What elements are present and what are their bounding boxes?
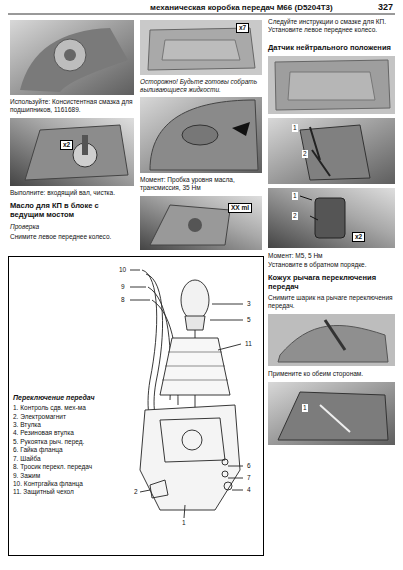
callout-number: 9 [120,283,126,291]
callout-number: 1 [181,519,187,527]
photo [140,20,262,75]
photo [140,97,262,173]
caption: Снимите шарик на рычаге переключения пер… [268,294,395,310]
part-name: 7. Шайба [13,455,131,463]
caption: Снимите левое переднее колесо. [10,233,134,241]
photo [268,382,395,445]
caption: Выполните: входящий вал, чистка. [10,189,134,197]
photo [10,20,134,95]
subheading: Проверка [10,223,134,231]
callout-number: 2 [302,150,308,158]
parts-list: Переключение передач 1. Контроль сдв. мех… [13,393,131,497]
section-heading: Датчик нейтрального положения [268,44,395,53]
header-rule [8,14,395,15]
photo [268,188,395,248]
parts-list-frame: Переключение передач 1. Контроль сдв. мех… [8,256,264,556]
caption: Примените ко обеим сторонам. [268,370,395,378]
callout-number: 6 [246,462,252,470]
part-name: 9. Зажим [13,472,131,480]
photo [268,118,395,184]
callout-number: 11 [244,340,253,348]
list-heading: Переключение передач [13,393,131,402]
caption: Используйте: Консистентная смазка для по… [10,98,134,114]
callout-number: 1 [302,404,308,412]
callout-number: 1 [292,124,298,132]
callout-count: x2 [352,232,365,242]
caption: Следуйте инструкции о смазке для КП. Уст… [268,18,395,34]
part-name: 3. Втулка [13,421,131,429]
part-name: 4. Резиновая втулка [13,429,131,437]
running-header: механическая коробка передач M66 (D5204T… [150,3,333,13]
callout-number: 7 [246,474,252,482]
section-heading: Масло для КП в блоке с ведущим мостом [10,202,134,219]
gear-shift-drawing [130,270,243,518]
callout-number: 2 [292,212,298,220]
page-number: 327 [378,2,393,13]
callout-number: 3 [246,300,252,308]
callout-number: 5 [246,316,252,324]
section-heading: Кожух рычага переключения передач [268,274,395,291]
part-name: 11. Защитный чехол [13,488,131,496]
callout-number: 4 [246,486,252,494]
caption: Установите в обратном порядке. [268,261,395,269]
part-name: 10. Контргайка фланца [13,480,131,488]
warning-note: Осторожно! Будьте готовы собрать выливаю… [140,78,262,94]
part-name: 8. Тросик перекл. передач [13,463,131,471]
callout-count: x7 [236,23,249,33]
photo [10,118,134,186]
callout-number: 8 [120,296,126,304]
callout-number: 1 [292,192,298,200]
caption: Момент: М5, 5 Нм [268,252,395,260]
photo [268,56,395,114]
part-name: 5. Рукоятка рыч. перед. [13,438,131,446]
callout-count: x2 [60,140,73,150]
arrow-symbol [232,122,250,136]
photo [140,196,262,250]
part-name: 1. Контроль сдв. мех-ма [13,404,131,412]
part-name: 2. Электромагнит [13,413,131,421]
callout-number: 2 [133,488,139,496]
part-name: 6. Гайка фланца [13,446,131,454]
callout-number: 10 [118,266,127,274]
caption: Момент: Пробка уровня масла, трансмиссия… [140,176,262,192]
photo [268,314,395,366]
callout-amount: XX ml [228,203,252,213]
